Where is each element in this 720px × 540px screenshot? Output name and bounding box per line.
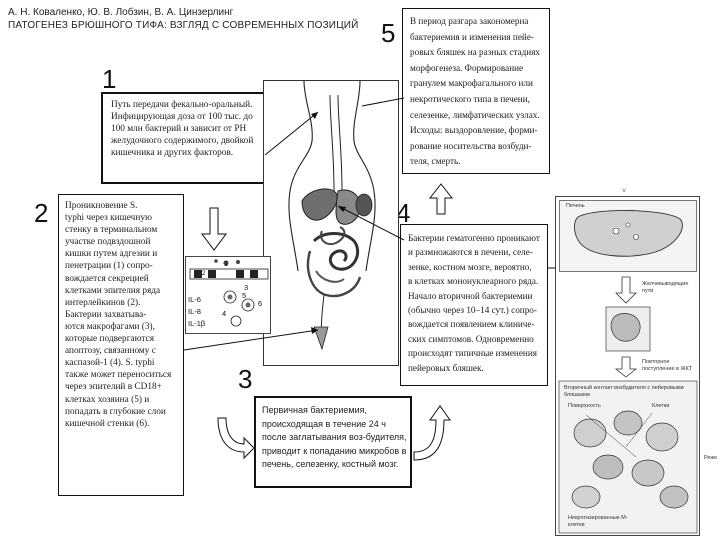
marker-6: 6	[258, 299, 263, 308]
step-2-line: кишечной стенки (6).	[65, 418, 150, 429]
step-1-text: Путь передачи фекально-оральный. Инфицир…	[111, 100, 254, 159]
step-2-line: через эпителий в CD18+	[65, 382, 162, 393]
step-5-line: рование носительства возбуди-	[410, 140, 532, 151]
step-2-line: также может переноситься	[65, 370, 172, 381]
digestive-tract-illustration	[288, 80, 376, 351]
step-2-line: вождается секрецией	[65, 273, 149, 284]
step-2-line: апоптозу, связанному с	[65, 346, 156, 357]
step-4-line: вождается появлением клиниче-	[408, 319, 535, 330]
connector-line-1	[264, 111, 319, 156]
step-number-2: 2	[34, 198, 49, 228]
step-3-line: происходящая в течение 24 ч	[262, 418, 386, 429]
header: А. Н. Коваленко, Ю. В. Лобзин, В. А. Цин…	[8, 6, 368, 32]
step-4-line: происходят типичные изменения	[408, 348, 537, 359]
step-2-line: участке подвздошной	[65, 237, 151, 248]
step-2-line: которые подвергаются	[65, 334, 155, 345]
step-2-line: Бактерии захватыва-	[65, 309, 147, 320]
step-4-line: пейеровых бляшек.	[408, 362, 484, 373]
intestinal-wall-detail: 1 2 3 4 5 6 IL-6 IL-8 IL-1β	[185, 256, 271, 334]
step-5-text: В период разгара закономерна бактериемия …	[410, 14, 542, 170]
step-2-line: попадать в глубокие слои	[65, 406, 166, 417]
step-5-line: ровых бляшек на разных стадиях	[410, 47, 541, 58]
step-number-3: 3	[238, 364, 253, 394]
step-5-line: некротического типа в печени,	[410, 93, 530, 104]
liver-pathway-illustration	[558, 209, 698, 534]
step-4-line: зенке, костном мозге, вероятно,	[408, 261, 532, 272]
down-arrow	[201, 207, 227, 251]
surface-label: Поверхность	[568, 403, 601, 409]
step-4-line: в клетках мононуклеарного ряда.	[408, 276, 539, 287]
arrowhead-1	[311, 112, 318, 119]
arrowhead-4	[338, 206, 346, 212]
cells-label: Клетки	[652, 403, 670, 409]
step-4-line: (обычно через 10–14 сут.) сопро-	[408, 305, 537, 316]
curved-arrow-to-step-4	[413, 405, 451, 461]
anatomy-panel	[263, 80, 399, 366]
step-3-text: Первичная бактериемия, происходящая в теч…	[262, 404, 407, 472]
article-title: ПАТОГЕНЕЗ БРЮШНОГО ТИФА: ВЗГЛЯД С СОВРЕМ…	[8, 20, 359, 31]
step-2-line: пенетрации (1) сопро-	[65, 261, 153, 272]
step-5-line: бактериемия и изменения пейе-	[410, 31, 534, 42]
step-4-line: ских симптомов. Одновременно	[408, 333, 534, 344]
arrowhead-2	[311, 327, 318, 334]
step-5-line: гранулем макрофагального или	[410, 78, 533, 89]
marker-3: 3	[244, 283, 249, 292]
marker-2: 2	[202, 271, 206, 277]
step-5-box: В период разгара закономерна бактериемия …	[402, 8, 550, 174]
step-4-line: Начало вторичной бактериемии	[408, 290, 533, 301]
step-4-text: Бактерии гематогенно проникают и размножа…	[408, 231, 540, 375]
epithelium-illustration	[189, 259, 269, 327]
step-2-line: ются макрофагами (3),	[65, 321, 155, 332]
step-3-line: Первичная бактериемия,	[262, 405, 367, 415]
step-2-line: кишки путем адгезии и	[65, 249, 158, 260]
step-3-box: Первичная бактериемия, происходящая в теч…	[254, 396, 412, 488]
tick-mark: ˅	[622, 188, 627, 195]
step-number-4: 4	[396, 198, 411, 228]
connector-line-5	[361, 97, 405, 107]
liver-pathway-panel: Печень Желчевыводящие пути Повторное пос…	[555, 196, 700, 536]
step-5-line: Исходы: выздоровление, форми-	[410, 125, 538, 136]
step-4-box: Бактерии гематогенно проникают и размножа…	[400, 224, 548, 386]
up-arrow-to-step-5	[428, 183, 454, 215]
step-3-line: печень, селезенку, костный мозг.	[262, 459, 399, 470]
interleukin-1-label: IL-1β	[188, 319, 206, 328]
step-5-line: селезенке, лимфатических узлах.	[410, 109, 540, 120]
secondary-contact-label: Вторичный контакт возбудителя с пейеровы…	[564, 385, 684, 398]
interleukin-6-label: IL-6	[188, 295, 201, 304]
curved-arrow-to-step-3	[217, 417, 255, 460]
reentry-label: Повторное поступление в ЖКТ	[642, 359, 693, 372]
step-4-line: и размножаются в печени, селе-	[408, 247, 533, 258]
step-2-line: каспазой-1 (4). S. typhi	[65, 358, 155, 369]
step-3-line: после заглатывания воз-будителя,	[262, 432, 407, 443]
step-2-line: клетках хозяина (5) и	[65, 394, 150, 405]
step-number-1: 1	[102, 64, 117, 94]
step-number-5: 5	[381, 18, 396, 48]
step-5-line: теля, смерть.	[410, 156, 461, 167]
liver-label: Печень	[566, 203, 585, 209]
connector-line-4	[337, 205, 405, 241]
side-label: Реже	[704, 455, 718, 461]
bile-ducts-label: Желчевыводящие пути	[642, 281, 689, 294]
necrotic-cells-label: Некротизированные М-клетки	[568, 515, 628, 528]
marker-1: 1	[224, 259, 229, 268]
step-2-line: клетками эпителия ряда	[65, 285, 161, 296]
step-3-line: приводит к попаданию микробов в	[262, 445, 407, 456]
marker-4: 4	[222, 309, 227, 318]
marker-5: 5	[242, 291, 247, 300]
step-5-line: В период разгара закономерна	[410, 16, 529, 26]
step-2-line: стенку в терминальном	[65, 225, 158, 236]
step-4-line: Бактерии гематогенно проникают	[408, 233, 540, 243]
connector-line-2	[183, 329, 319, 351]
step-2-line: интерлейкинов (2).	[65, 297, 141, 308]
authors: А. Н. Коваленко, Ю. В. Лобзин, В. А. Цин…	[8, 7, 234, 18]
step-2-line: typhi через кишечную	[65, 213, 152, 224]
interleukin-8-label: IL-8	[188, 307, 201, 316]
step-2-line: Проникновение S.	[65, 201, 138, 211]
step-5-line: морфогенеза. Формирование	[410, 62, 524, 73]
